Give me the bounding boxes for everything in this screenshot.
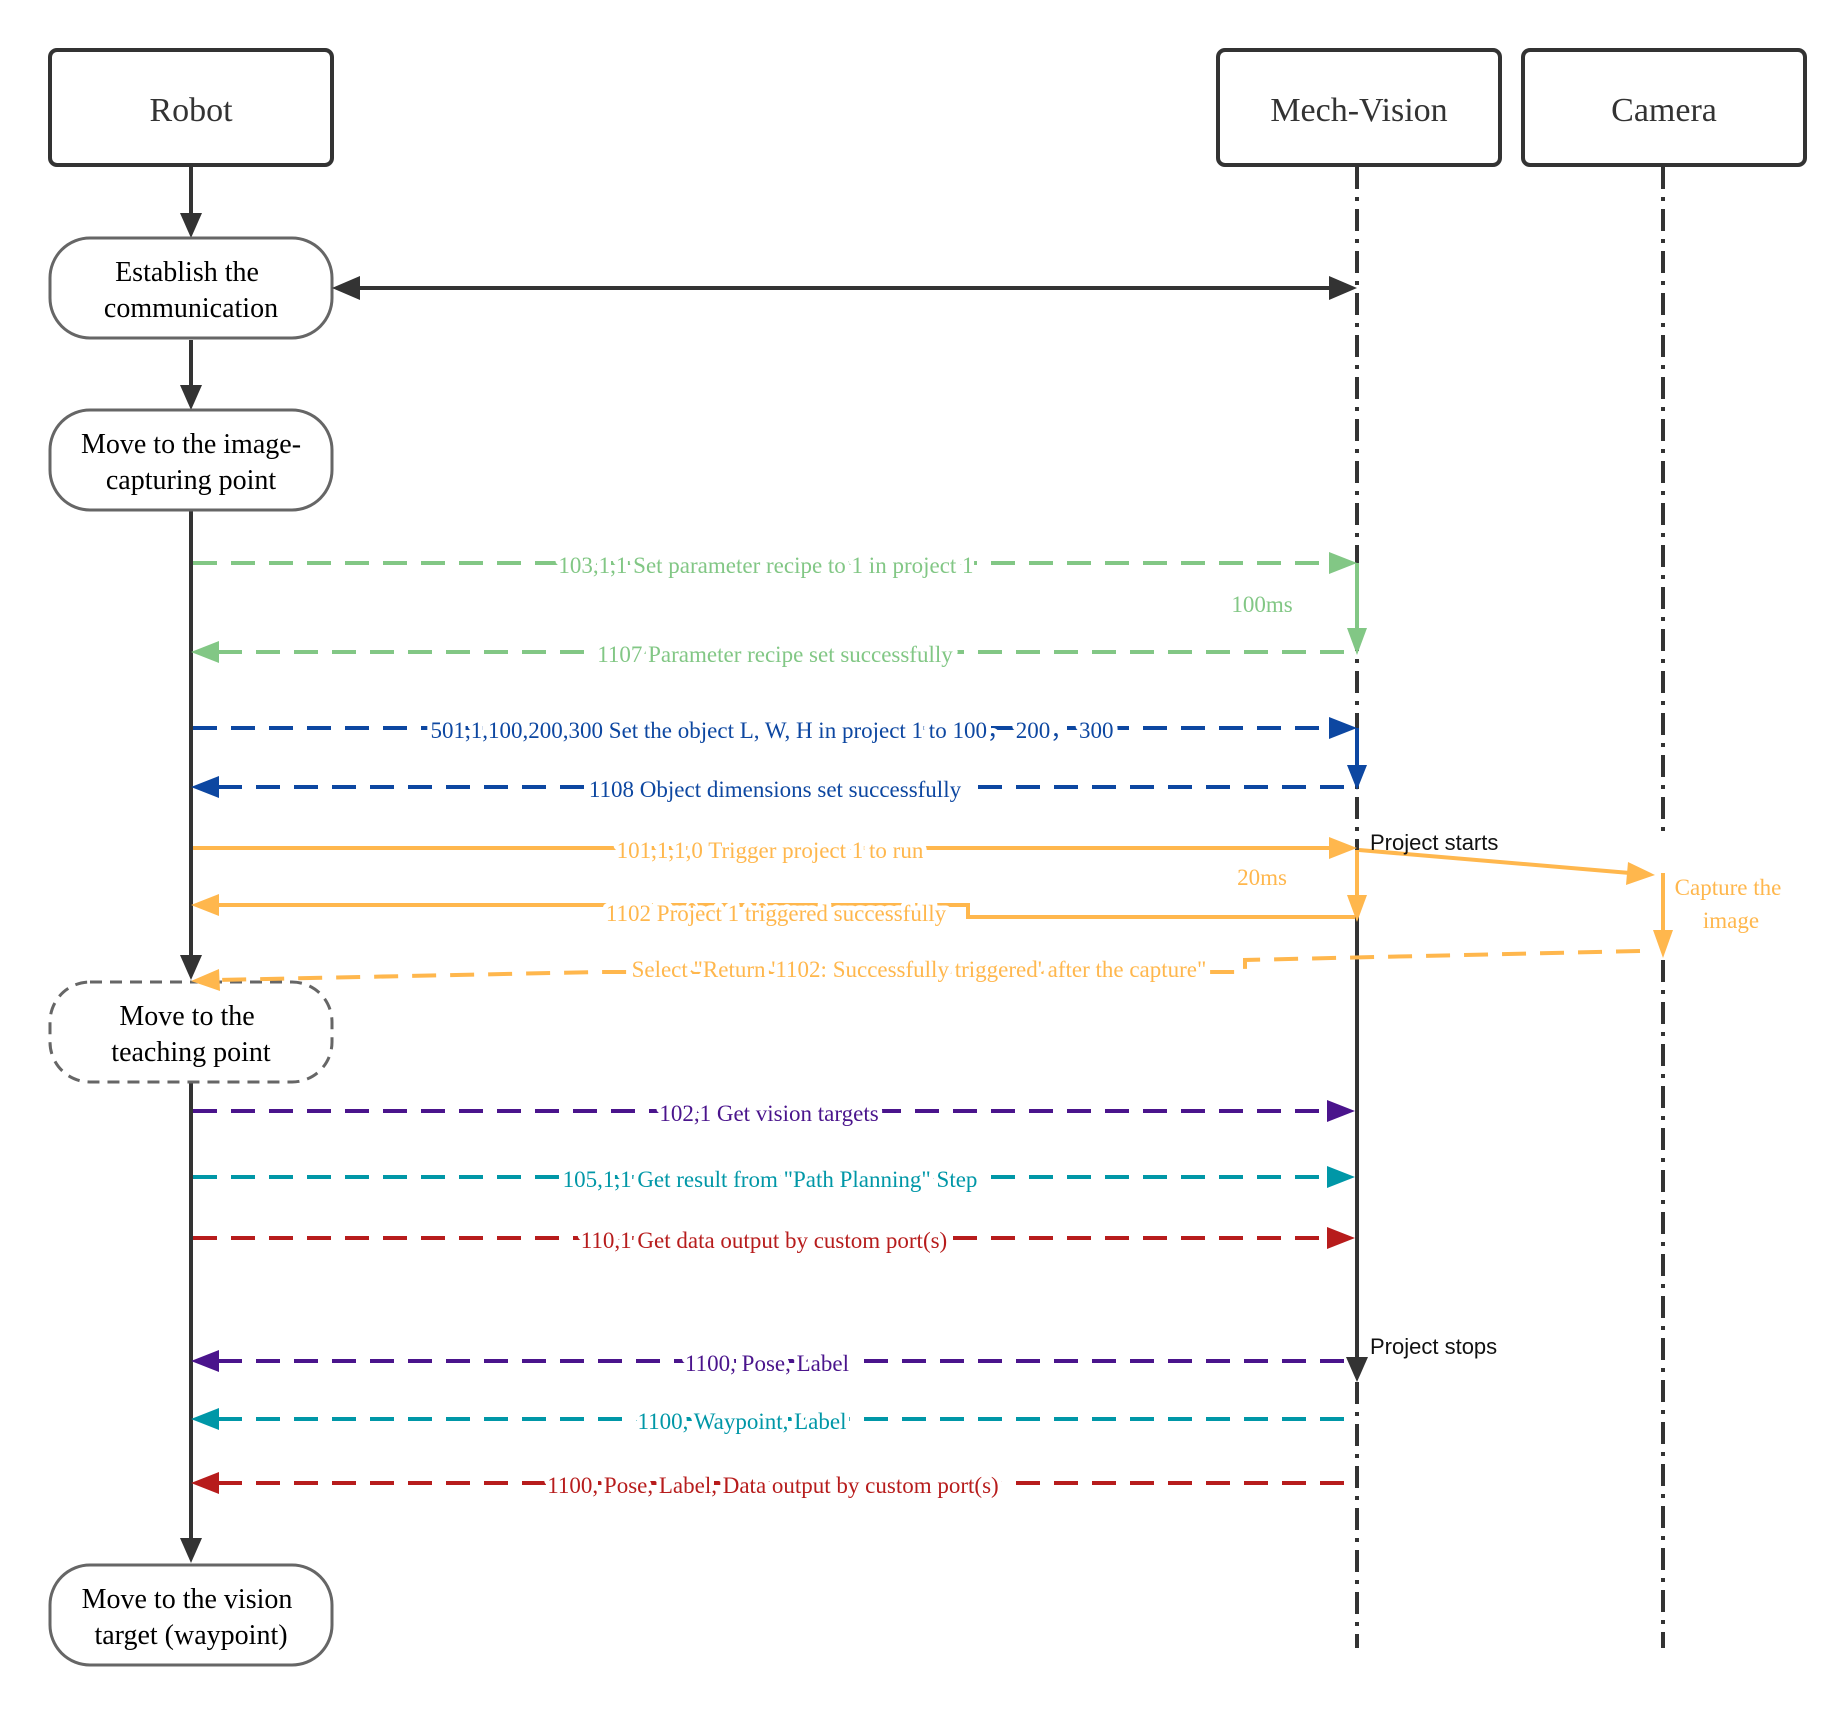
arrowhead-right <box>1327 1100 1355 1122</box>
msg-set-recipe-label: 103,1,1 Set parameter recipe to 1 in pro… <box>558 553 973 578</box>
participant-camera-label: Camera <box>1611 92 1717 129</box>
arrowhead-left <box>191 641 219 663</box>
arrowhead-down <box>1347 895 1367 922</box>
participant-camera-box <box>1521 48 1807 167</box>
participant-vision-label: Mech-Vision <box>1270 92 1447 129</box>
arrowhead-right <box>1329 552 1357 574</box>
msg-trigger-label: 101,1,1,0 Trigger project 1 to run <box>617 838 924 863</box>
step-establish-line1: Establish the <box>115 257 259 288</box>
arrowhead-left <box>191 1350 219 1372</box>
msg-triggered-ok-line <box>216 903 1355 919</box>
msg-recipe-ok-label: 1107 Parameter recipe set successfully <box>597 642 953 667</box>
step-teaching-line2: teaching point <box>111 1037 271 1068</box>
arrowhead-right <box>1329 276 1357 300</box>
msg-ret-custom-label: 1100, Pose, Label, Data output by custom… <box>547 1473 998 1498</box>
participant-robot-box <box>48 48 334 167</box>
arrowhead-left <box>332 276 360 300</box>
arrowhead-left <box>191 1472 219 1494</box>
arrowhead-right <box>1329 717 1357 739</box>
step-capture-point-box <box>48 408 334 512</box>
capture-image-line2: image <box>1703 908 1759 933</box>
project-starts-label: Project starts <box>1370 830 1498 855</box>
msg-get-targets-label: 102,1 Get vision targets <box>659 1101 878 1126</box>
delay-20-label: 20ms <box>1237 865 1287 890</box>
msg-ret-waypoint-label: 1100, Waypoint, Label <box>638 1409 847 1434</box>
msg-capture-request-line <box>1358 848 1631 875</box>
arrowhead-down <box>180 385 202 410</box>
step-establish-line2: communication <box>104 293 278 324</box>
arrowhead-down <box>180 213 202 238</box>
arrowhead-right <box>1626 862 1655 885</box>
arrowhead-left <box>191 969 220 991</box>
step-teaching-line1: Move to the <box>119 1001 254 1032</box>
step-target-line1: Move to the vision <box>82 1584 293 1615</box>
msg-dims-ok-label: 1108 Object dimensions set successfully <box>589 777 962 802</box>
arrowhead-right <box>1329 837 1357 859</box>
msg-after-capture-label: Select "Return '1102: Successfully trigg… <box>632 957 1207 982</box>
arrowhead-down <box>180 1538 202 1563</box>
msg-get-custom-label: 110,1 Get data output by custom port(s) <box>581 1228 947 1253</box>
delay-100-label: 100ms <box>1231 592 1292 617</box>
project-stops-label: Project stops <box>1370 1334 1497 1359</box>
step-teaching-box <box>48 980 334 1084</box>
step-capture-point-line1: Move to the image- <box>81 429 301 460</box>
msg-get-path-label: 105,1,1 Get result from "Path Planning" … <box>563 1167 978 1192</box>
arrowhead-down <box>1347 628 1367 655</box>
msg-set-dims-label: 501,1,100,200,300 Set the object L, W, H… <box>431 718 1114 743</box>
participant-robot-label: Robot <box>149 92 233 129</box>
arrowhead-down <box>1653 930 1673 958</box>
arrowhead-down <box>1346 1357 1368 1382</box>
step-capture-point-line2: capturing point <box>106 465 277 496</box>
arrowhead-left <box>191 1408 219 1430</box>
arrowhead-left <box>191 894 219 916</box>
step-target-box <box>48 1563 334 1667</box>
participant-vision-box <box>1216 48 1502 167</box>
arrowhead-left <box>191 776 219 798</box>
msg-triggered-ok-label: 1102 Project 1 triggered successfully <box>606 901 947 926</box>
step-target-line2: target (waypoint) <box>94 1620 287 1651</box>
arrowhead-right <box>1327 1166 1355 1188</box>
capture-image-line1: Capture the <box>1675 875 1782 900</box>
arrowhead-right <box>1327 1227 1355 1249</box>
arrowhead-down <box>1347 765 1367 790</box>
msg-ret-pose-label: 1100, Pose, Label <box>685 1351 849 1376</box>
arrowhead-down <box>180 955 202 980</box>
msg-after-capture-line <box>215 949 1641 982</box>
